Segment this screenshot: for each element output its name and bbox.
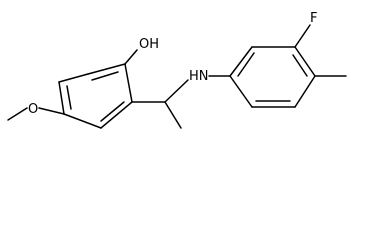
bonds: [7, 24, 347, 129]
atom-labels: OH O HN F: [28, 11, 317, 117]
ring-b-bond: [229, 46, 253, 77]
methoxy-oxygen-label: O: [28, 102, 38, 117]
ring-a-bond: [87, 63, 126, 75]
bridge-bond: [164, 101, 182, 129]
ring-b-bond: [229, 75, 253, 108]
ring-a-double-bond: [91, 71, 119, 81]
ring-b-bond: [294, 75, 316, 108]
ring-a-bond: [100, 101, 133, 129]
methyl-bond: [7, 107, 28, 121]
ring-b-double-bond: [237, 52, 255, 77]
methoxy-bond: [38, 107, 65, 115]
hydroxyl-bond: [124, 49, 138, 65]
ring-a-double-bond: [66, 85, 72, 110]
ring-a-bond: [58, 73, 89, 83]
fluoro-bond: [294, 24, 311, 48]
hydroxyl-label: OH: [139, 37, 159, 52]
ring-b-bond: [294, 46, 316, 77]
molecule-structure: OH O HN F: [7, 11, 347, 129]
ring-a-bond: [124, 63, 133, 103]
amine-label: HN: [189, 69, 209, 84]
ring-a-double-bond: [100, 101, 125, 122]
amine-bond: [164, 79, 189, 103]
ring-a-bond: [63, 113, 102, 129]
ring-a-bond: [58, 81, 65, 115]
ring-b-double-bond: [292, 54, 308, 77]
fluorine-label: F: [310, 11, 317, 26]
